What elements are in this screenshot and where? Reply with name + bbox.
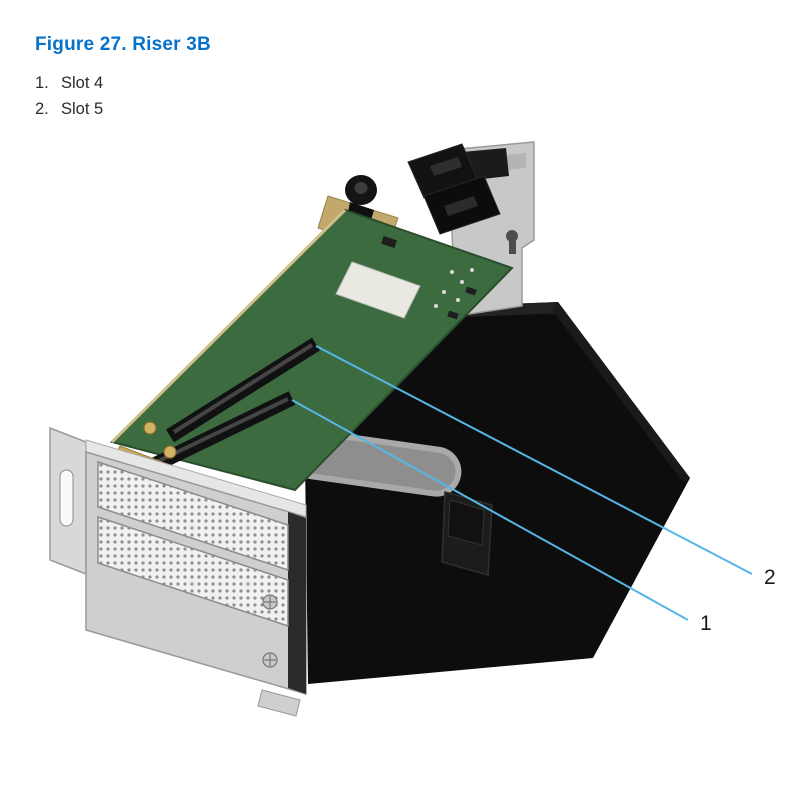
pcb-standoff-screw <box>143 421 157 435</box>
pcb-components <box>381 236 477 320</box>
filler-panel-2 <box>97 515 289 628</box>
figure-callout-list: 1. Slot 4 2. Slot 5 <box>35 74 103 126</box>
list-item-label: Slot 4 <box>61 74 104 92</box>
list-item-number: 2. <box>35 100 49 118</box>
pcb-standoff-screw <box>163 445 177 459</box>
callout-line-2 <box>315 345 753 575</box>
callout-label-1: 1 <box>700 612 712 635</box>
bracket-tab-slot <box>59 469 74 527</box>
callout-label-2: 2 <box>764 566 776 589</box>
list-item: 2. Slot 5 <box>35 100 103 119</box>
riser-cable-connectors <box>407 143 501 235</box>
list-item-label: Slot 5 <box>61 100 104 118</box>
filler-panel-1 <box>97 460 289 572</box>
front-bracket <box>49 426 307 717</box>
bracket-foot <box>257 689 301 717</box>
figure-title: Figure 27. Riser 3B <box>35 34 211 55</box>
bracket-screw <box>262 652 278 668</box>
callout-line-1 <box>291 399 689 621</box>
callouts: 2 1 <box>291 345 776 635</box>
riser-pcb <box>109 208 514 493</box>
pcb-label-sticker <box>335 261 421 319</box>
list-item: 1. Slot 4 <box>35 74 103 93</box>
list-item-number: 1. <box>35 74 49 92</box>
bracket-screw <box>262 594 278 610</box>
pcie-slot-5 <box>166 337 320 443</box>
